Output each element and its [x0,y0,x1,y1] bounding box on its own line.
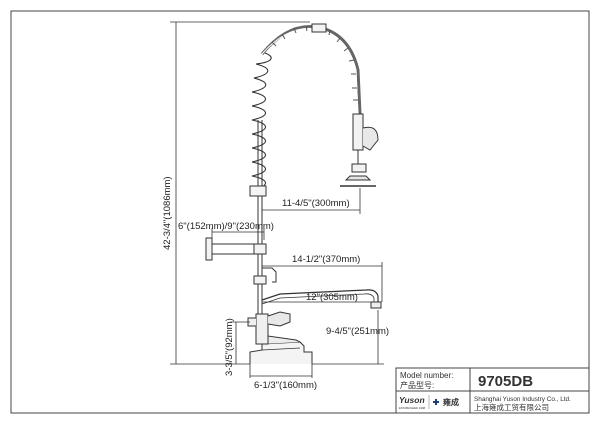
company-en: Shanghai Yuson Industry Co., Ltd. [474,396,571,403]
model-number: 9705DB [478,373,533,390]
dim-wall-bracket: 6"(152mm)/9"(230mm) [178,221,274,232]
dim-overall-height: 42-3/4"(1086mm) [162,176,173,250]
dim-spout-height: 9-4/5"(251mm) [326,326,389,337]
dim-hose-reach: 11-4/5"(300mm) [282,198,350,209]
pre-rinse-spring [251,51,272,191]
wall-bracket [209,240,254,258]
brand-mark-icon [433,399,439,405]
valve-body [255,313,269,345]
model-label-en: Model number: [400,371,453,380]
sheet-border [10,10,590,414]
swivel-spout [261,289,379,304]
faucet-drawing [205,23,382,364]
dim-base-height: 3-3/5"(92mm) [224,318,235,376]
title-block [395,367,590,414]
model-label-cn: 产品型号: [400,380,434,390]
deck-base [249,341,313,364]
spray-valve [352,113,364,151]
brand-sub: ESTABLISHED 1998 [399,406,426,410]
brand-logo: Yuson [399,395,425,405]
dim-spout-reach: 12"(305mm) [306,292,358,303]
company-cn: 上海雍成工贸有限公司 [474,402,549,412]
dimension-lines [170,21,384,378]
dim-base-width: 6-1/3"(160mm) [254,380,317,391]
brand-cn: 雍成 [443,397,459,407]
dim-spout-length: 14-1/2"(370mm) [292,254,360,265]
